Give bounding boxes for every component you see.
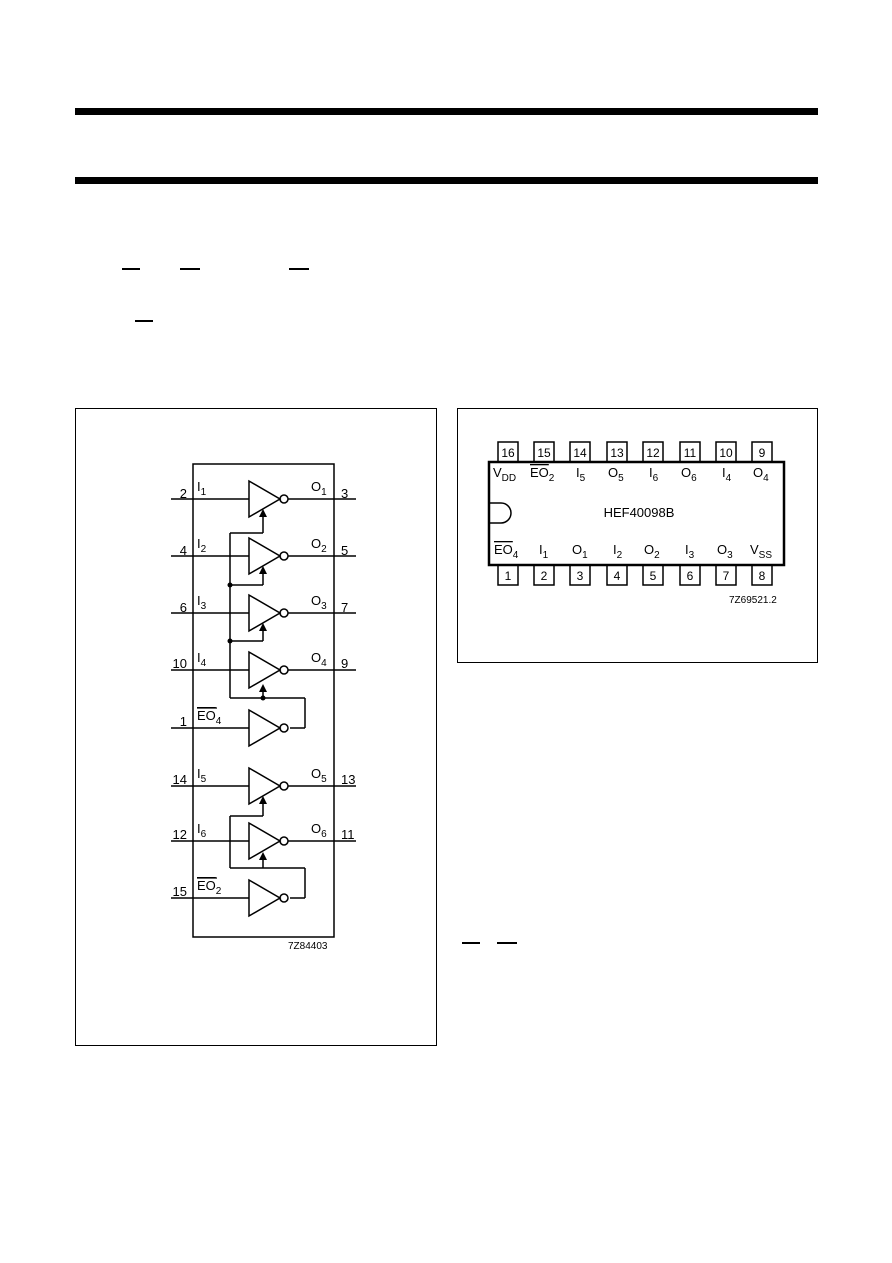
overline-mark — [180, 268, 200, 270]
pin-label: I3 — [685, 542, 695, 561]
pin-label: O5 — [608, 465, 624, 484]
pin-label: VSS — [750, 542, 772, 561]
overline-mark — [497, 942, 517, 944]
inversion-bubble — [279, 608, 289, 618]
pin-number: 11 — [684, 446, 697, 460]
inversion-bubble — [279, 893, 289, 903]
output-label: O1 — [311, 479, 327, 498]
input-label: I1 — [197, 479, 207, 498]
pin-number: 11 — [341, 827, 355, 842]
pin-number: 9 — [759, 446, 766, 460]
pin-label: O1 — [572, 542, 588, 561]
overline-mark — [122, 268, 140, 270]
pin-number: 6 — [180, 600, 187, 615]
inversion-bubble — [279, 836, 289, 846]
pin-number: 1 — [505, 569, 512, 583]
buffer-gate — [248, 593, 282, 633]
pin-number: 2 — [180, 486, 187, 501]
pin-number: 10 — [173, 656, 187, 671]
pin-number: 2 — [541, 569, 548, 583]
diagram-code: 7Z69521.2 — [729, 595, 777, 606]
pin-label: I1 — [539, 542, 549, 561]
input-label: I4 — [197, 650, 207, 669]
pin-number: 14 — [573, 446, 587, 460]
enable-label: EO4 — [197, 708, 222, 727]
input-label: I6 — [197, 821, 207, 840]
pin-number: 6 — [687, 569, 694, 583]
buffer-gate — [248, 766, 282, 806]
pin-label: I6 — [649, 465, 659, 484]
input-label: I2 — [197, 536, 207, 555]
enable-label: EO2 — [197, 878, 222, 897]
pin-number: 13 — [610, 446, 624, 460]
pin-number: 14 — [173, 772, 187, 787]
pin-number: 7 — [341, 600, 348, 615]
pin-number: 16 — [501, 446, 515, 460]
inversion-bubble — [279, 781, 289, 791]
overline-mark — [135, 320, 153, 322]
buffer-gate — [248, 650, 282, 690]
pin-label: O2 — [644, 542, 660, 561]
pin-number: 10 — [719, 446, 733, 460]
pin-number: 13 — [341, 772, 355, 787]
buffer-gate — [248, 479, 282, 519]
bottom-rule — [75, 177, 818, 184]
input-label: I3 — [197, 593, 207, 612]
inverter-gate — [248, 878, 282, 918]
pin-number: 12 — [173, 827, 187, 842]
inversion-bubble — [279, 723, 289, 733]
pin-label: I2 — [613, 542, 623, 561]
pin-label: O6 — [681, 465, 697, 484]
pin-label: EO2 — [530, 465, 555, 484]
input-label: I5 — [197, 766, 207, 785]
part-number: HEF40098B — [604, 505, 675, 520]
logic-diagram-panel: 2 4 6 10 1 14 12 15 3 5 7 9 13 11 I1 I2 … — [75, 408, 437, 1046]
pin-number: 12 — [646, 446, 660, 460]
pin-label: I5 — [576, 465, 586, 484]
pin-number: 5 — [650, 569, 657, 583]
pin-number: 15 — [537, 446, 551, 460]
pin-number: 9 — [341, 656, 348, 671]
overline-mark — [289, 268, 309, 270]
pinning-diagram-panel: 16 15 14 13 12 11 10 9 1 2 3 4 5 6 7 8 V… — [457, 408, 818, 663]
pin-label: VDD — [493, 465, 516, 484]
inversion-bubble — [279, 665, 289, 675]
pin-number: 3 — [577, 569, 584, 583]
pin-number: 4 — [180, 543, 187, 558]
logic-diagram: 2 4 6 10 1 14 12 15 3 5 7 9 13 11 I1 I2 … — [171, 463, 356, 952]
pin-number: 4 — [614, 569, 621, 583]
output-label: O3 — [311, 593, 327, 612]
top-rule — [75, 108, 818, 115]
pin-number: 15 — [173, 884, 187, 899]
inversion-bubble — [279, 494, 289, 504]
output-label: O6 — [311, 821, 327, 840]
output-label: O4 — [311, 650, 327, 669]
pin-number: 1 — [180, 714, 187, 729]
pin-label: O4 — [753, 465, 769, 484]
buffer-gate — [248, 536, 282, 576]
output-label: O5 — [311, 766, 327, 785]
buffer-gate — [248, 821, 282, 861]
inverter-gate — [248, 708, 282, 748]
pin-number: 7 — [723, 569, 730, 583]
pin-number: 5 — [341, 543, 348, 558]
overline-mark — [462, 942, 480, 944]
pin-label: EO4 — [494, 542, 519, 561]
pin-label: O3 — [717, 542, 733, 561]
diagram-code: 7Z84403 — [288, 941, 328, 952]
output-label: O2 — [311, 536, 327, 555]
pin-number: 3 — [341, 486, 348, 501]
inversion-bubble — [279, 551, 289, 561]
pinning-diagram: 16 15 14 13 12 11 10 9 1 2 3 4 5 6 7 8 V… — [487, 441, 786, 606]
pin-label: I4 — [722, 465, 732, 484]
pin-number: 8 — [759, 569, 766, 583]
